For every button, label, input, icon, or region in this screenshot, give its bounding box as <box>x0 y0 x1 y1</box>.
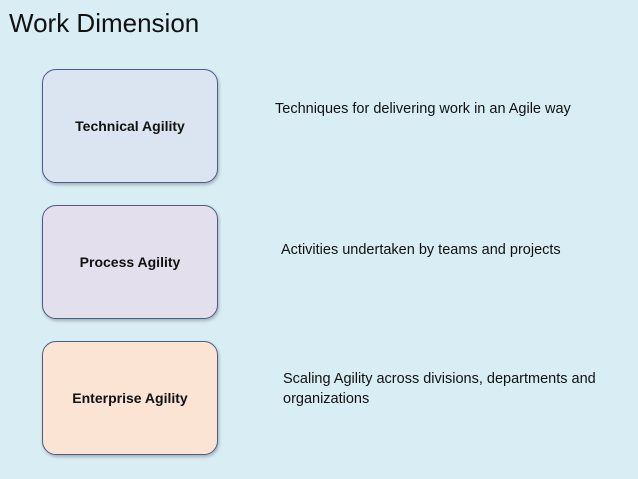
technical-agility-description: Techniques for delivering work in an Agi… <box>275 101 571 117</box>
technical-agility-box: Technical Agility <box>42 69 218 183</box>
process-agility-label: Process Agility <box>79 254 181 270</box>
process-agility-description: Activities undertaken by teams and proje… <box>281 242 561 258</box>
enterprise-agility-label: Enterprise Agility <box>72 390 188 406</box>
page-title: Work Dimension <box>9 8 200 38</box>
technical-agility-label: Technical Agility <box>75 118 185 134</box>
process-agility-box: Process Agility <box>42 205 218 319</box>
enterprise-agility-description: Scaling Agility across divisions, depart… <box>283 371 596 407</box>
enterprise-agility-box: Enterprise Agility <box>42 341 218 455</box>
